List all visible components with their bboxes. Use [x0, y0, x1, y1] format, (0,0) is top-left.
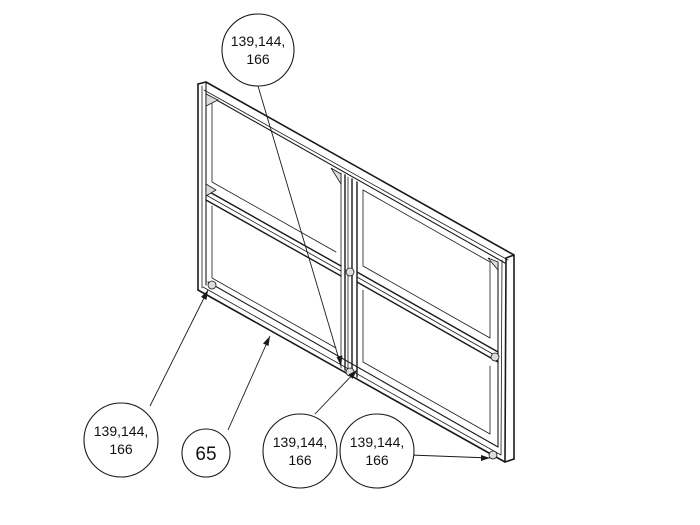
- arrowhead-top: [336, 355, 343, 366]
- leader-mid: [227, 335, 271, 431]
- leader-bottom-right: [409, 454, 491, 459]
- left-stile: [197, 81, 207, 291]
- gusset-mid-right: [490, 352, 500, 362]
- callout-top-line2: 166: [246, 51, 270, 67]
- arrowhead-bottom-right: [481, 455, 490, 461]
- callout-bottom-center: 139,144, 166: [262, 413, 338, 489]
- right-stile: [497, 254, 515, 463]
- gusset-top-left: [205, 93, 219, 107]
- callout-top-line1: 139,144,: [231, 33, 286, 49]
- callout-bottom-right: 139,144, 166: [339, 413, 415, 489]
- gusset-top-right: [487, 257, 499, 272]
- arrowhead-bottom-center: [348, 370, 357, 379]
- leader-bottom-center: [314, 369, 358, 415]
- leader-lines: [149, 85, 491, 461]
- window-frame: [197, 81, 515, 463]
- callout-bottom-right-line1: 139,144,: [350, 434, 405, 450]
- callout-mid: 65: [181, 428, 231, 478]
- callout-bottom-left-line2: 166: [109, 441, 133, 457]
- callout-mid-label: 65: [195, 444, 216, 465]
- gusset-bottom-right: [488, 450, 498, 460]
- inner-panel-edges: [211, 99, 491, 435]
- gusset-bottom-left: [207, 280, 217, 290]
- callout-bottom-left: 139,144, 166: [83, 402, 159, 478]
- callout-bottom-left-line1: 139,144,: [94, 423, 149, 439]
- gusset-mid-left: [205, 183, 217, 197]
- arrowhead-bottom-left: [201, 290, 208, 300]
- leader-top: [257, 85, 342, 367]
- gusset-center: [345, 267, 355, 277]
- top-rail: [197, 81, 515, 264]
- callout-bottom-center-line1: 139,144,: [273, 434, 328, 450]
- arrowhead-mid: [263, 336, 270, 346]
- left-transom: [205, 189, 342, 277]
- callout-bottom-center-line2: 166: [288, 452, 312, 468]
- right-transom: [356, 271, 499, 363]
- leader-bottom-left: [149, 289, 209, 407]
- callout-top: 139,144, 166: [221, 13, 295, 87]
- gusset-top-mid: [330, 167, 342, 186]
- callout-bottom-right-line2: 166: [365, 452, 389, 468]
